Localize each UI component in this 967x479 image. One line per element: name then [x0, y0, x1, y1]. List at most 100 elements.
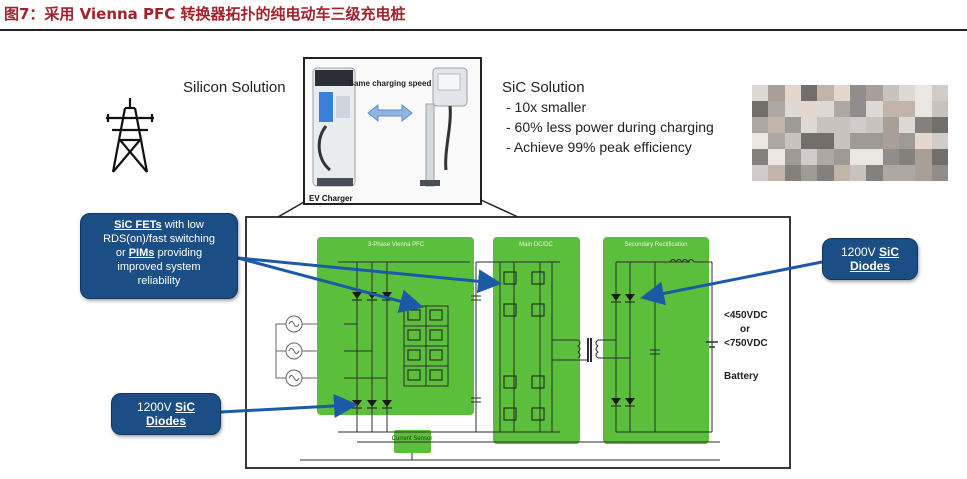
blur-tile — [784, 149, 801, 165]
blur-tile — [866, 85, 883, 101]
vienna-pfc-block — [317, 237, 474, 415]
sic-fets-line5: reliability — [137, 275, 181, 287]
blur-tile — [817, 101, 834, 117]
blur-tile — [882, 101, 899, 117]
blur-tile — [833, 117, 850, 133]
blur-tile — [882, 149, 899, 165]
blur-tile — [784, 117, 801, 133]
blur-tile — [931, 117, 948, 133]
blur-tile — [866, 165, 883, 181]
blurred-image — [752, 85, 948, 181]
blur-tile — [833, 149, 850, 165]
output-voltage-2: <750VDC — [724, 338, 768, 349]
blur-tile — [784, 101, 801, 117]
blur-tile — [801, 117, 818, 133]
blur-tile — [882, 85, 899, 101]
blur-tile — [801, 101, 818, 117]
blur-tile — [768, 117, 785, 133]
blur-tile — [866, 101, 883, 117]
blur-tile — [899, 117, 916, 133]
blur-tile — [784, 133, 801, 149]
dcdc-block-label: Main DC/DC — [519, 242, 553, 248]
pims-label: PIMs — [128, 247, 155, 259]
blur-tile — [931, 101, 948, 117]
blur-tile — [833, 165, 850, 181]
sic-bullet-2: - 60% less power during charging — [506, 119, 714, 135]
blur-tile — [752, 149, 769, 165]
blur-tile — [850, 165, 867, 181]
blur-tile — [899, 165, 916, 181]
blur-tile — [833, 133, 850, 149]
blur-tile — [833, 101, 850, 117]
blur-tile — [931, 133, 948, 149]
output-voltage-1: <450VDC — [724, 310, 768, 321]
output-voltage-or: or — [740, 324, 750, 335]
sic-fets-line4: improved system — [117, 261, 201, 273]
blur-tile — [931, 85, 948, 101]
blur-tile — [915, 101, 932, 117]
blur-tile — [801, 85, 818, 101]
battery-label: Battery — [724, 371, 759, 382]
sic-fets-label: SiC FETs — [114, 219, 162, 231]
same-charging-speed-label: Same charging speed — [349, 79, 432, 88]
callout-arrows — [220, 256, 823, 418]
diodes-right-sic: SiC — [879, 245, 900, 259]
blur-tile — [801, 149, 818, 165]
pfc-block-label: 3-Phase Vienna PFC — [368, 242, 425, 248]
diodes-right-label: Diodes — [849, 259, 890, 273]
diodes-left-sic: SiC — [175, 400, 196, 414]
figure-title: 图7：采用 Vienna PFC 转换器拓扑的纯电动车三级充电桩 — [4, 5, 406, 23]
blur-tile — [817, 149, 834, 165]
blur-tile — [801, 165, 818, 181]
sic-bullet-1: - 10x smaller — [506, 99, 587, 115]
blur-tile — [752, 117, 769, 133]
blur-tile — [882, 165, 899, 181]
blur-tile — [752, 85, 769, 101]
blur-tile — [817, 133, 834, 149]
blur-tile — [784, 165, 801, 181]
blur-tile — [915, 133, 932, 149]
current-sensor-label: Current Sensor — [392, 436, 433, 442]
ev-charger-caption: EV Charger — [309, 194, 353, 203]
blur-tile — [915, 149, 932, 165]
blur-tile — [768, 85, 785, 101]
blur-tile — [931, 149, 948, 165]
zoom-lines — [277, 199, 519, 218]
blur-tile — [833, 85, 850, 101]
blur-tile — [850, 149, 867, 165]
mosfet-symbols — [407, 271, 545, 421]
blur-tile — [850, 101, 867, 117]
blur-tile — [768, 101, 785, 117]
sic-fets-line3a: or — [115, 247, 129, 259]
blur-tile — [768, 165, 785, 181]
blur-tile — [752, 101, 769, 117]
blur-tile — [931, 165, 948, 181]
blur-tile — [882, 117, 899, 133]
blur-tile — [899, 149, 916, 165]
transmission-tower-icon — [106, 98, 154, 173]
blur-tile — [850, 85, 867, 101]
blur-tile — [915, 85, 932, 101]
blur-tile — [915, 165, 932, 181]
diodes-callout-right: 1200V SiC Diodes — [822, 238, 918, 280]
blur-tile — [752, 165, 769, 181]
blur-tile — [801, 133, 818, 149]
blur-tile — [882, 133, 899, 149]
blur-tile — [768, 133, 785, 149]
diodes-left-label: Diodes — [145, 414, 186, 428]
title-rule — [0, 29, 967, 31]
sic-fets-callout: SiC FETs with low RDS(on)/fast switching… — [80, 213, 238, 299]
diodes-left-voltage: 1200V — [136, 400, 176, 414]
blur-tile — [866, 149, 883, 165]
silicon-solution-label: Silicon Solution — [183, 79, 286, 96]
blur-tile — [899, 101, 916, 117]
main-dcdc-block — [493, 237, 580, 444]
ac-source-icons — [275, 315, 320, 387]
blur-tile — [850, 133, 867, 149]
diodes-right-voltage: 1200V — [840, 245, 880, 259]
blur-tile — [866, 133, 883, 149]
blur-tile — [866, 117, 883, 133]
blur-tile — [784, 85, 801, 101]
blur-tile — [817, 165, 834, 181]
